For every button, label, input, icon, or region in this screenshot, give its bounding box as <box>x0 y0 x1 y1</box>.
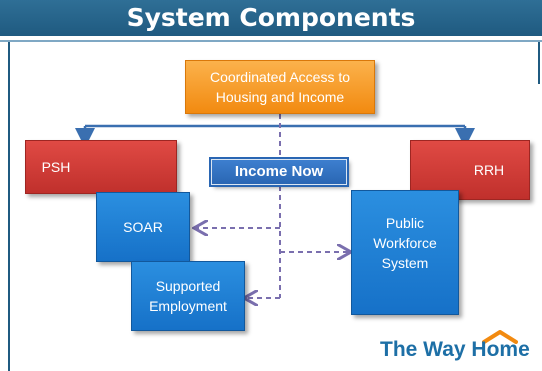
frame-line-right <box>538 42 540 84</box>
psh-label: PSH <box>41 159 71 175</box>
logo-text: The Way Home <box>380 338 530 361</box>
frame-line-left <box>8 42 10 371</box>
public-workforce-label: Public Workforce System <box>373 215 437 271</box>
supported-employment-node: Supported Employment <box>131 261 245 331</box>
the-way-home-logo: The Way Home <box>380 330 532 364</box>
income-now-node: Income Now <box>211 159 347 185</box>
soar-label: SOAR <box>123 219 163 235</box>
coordinated-access-node: Coordinated Access to Housing and Income <box>185 60 375 114</box>
house-roof-icon <box>482 330 518 344</box>
title-bar: System Components <box>0 0 542 40</box>
coordinated-access-label: Coordinated Access to Housing and Income <box>209 69 351 105</box>
supported-employment-label: Supported Employment <box>149 278 227 314</box>
public-workforce-node: Public Workforce System <box>351 190 459 315</box>
soar-node: SOAR <box>96 192 190 262</box>
rrh-label: RRH <box>473 162 505 178</box>
page-title: System Components <box>126 3 416 32</box>
psh-node: PSH <box>25 140 177 194</box>
income-now-label: Income Now <box>234 163 324 180</box>
